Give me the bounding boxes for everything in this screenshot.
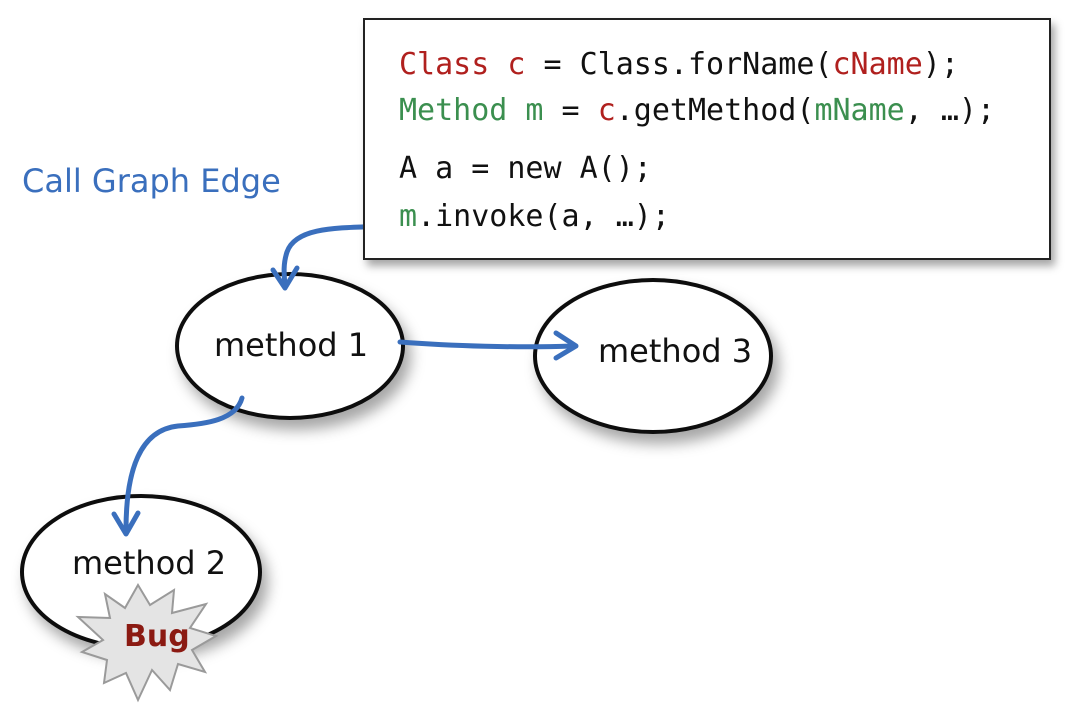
code-token: = Class.forName( (525, 47, 833, 82)
code-token: = (543, 93, 598, 128)
code-token: .invoke(a, …); (417, 199, 670, 234)
call-edge-method1-to-method2 (123, 395, 245, 533)
method3-node (533, 278, 773, 434)
code-token: A a = new A(); (399, 151, 652, 186)
code-snippet-box: Class c = Class.forName(cName); Method m… (363, 18, 1051, 260)
code-line-4: m.invoke(a, …); (399, 200, 670, 234)
code-token: cName (832, 47, 923, 82)
method1-node (175, 272, 405, 420)
code-token: Class c (399, 47, 526, 82)
bug-label: Bug (124, 619, 190, 654)
call-edge-method1-to-method2-arrowhead (111, 510, 141, 537)
bug-starburst-icon (75, 583, 219, 703)
method3-label: method 3 (598, 332, 753, 370)
code-line-3: A a = new A(); (399, 152, 652, 186)
call-graph-edge-label: Call Graph Edge (22, 162, 281, 200)
call-edge-invoke-to-method1 (281, 223, 391, 289)
code-line-1: Class c = Class.forName(cName); (399, 48, 959, 82)
call-edge-invoke-to-method1-arrowhead (270, 265, 300, 291)
code-line-2: Method m = c.getMethod(mName, …); (399, 94, 995, 128)
method2-label: method 2 (72, 544, 227, 582)
code-token: Method m (399, 93, 544, 128)
code-token: mName (814, 93, 905, 128)
call-edge-method1-to-method3 (397, 339, 575, 350)
code-token: m (399, 199, 418, 234)
code-token: , …); (904, 93, 996, 128)
code-token: .getMethod( (615, 93, 815, 128)
code-token: c (597, 93, 616, 128)
code-token: ); (922, 47, 959, 82)
call-edge-method1-to-method3-arrowhead (553, 330, 579, 361)
method1-label: method 1 (214, 326, 369, 364)
